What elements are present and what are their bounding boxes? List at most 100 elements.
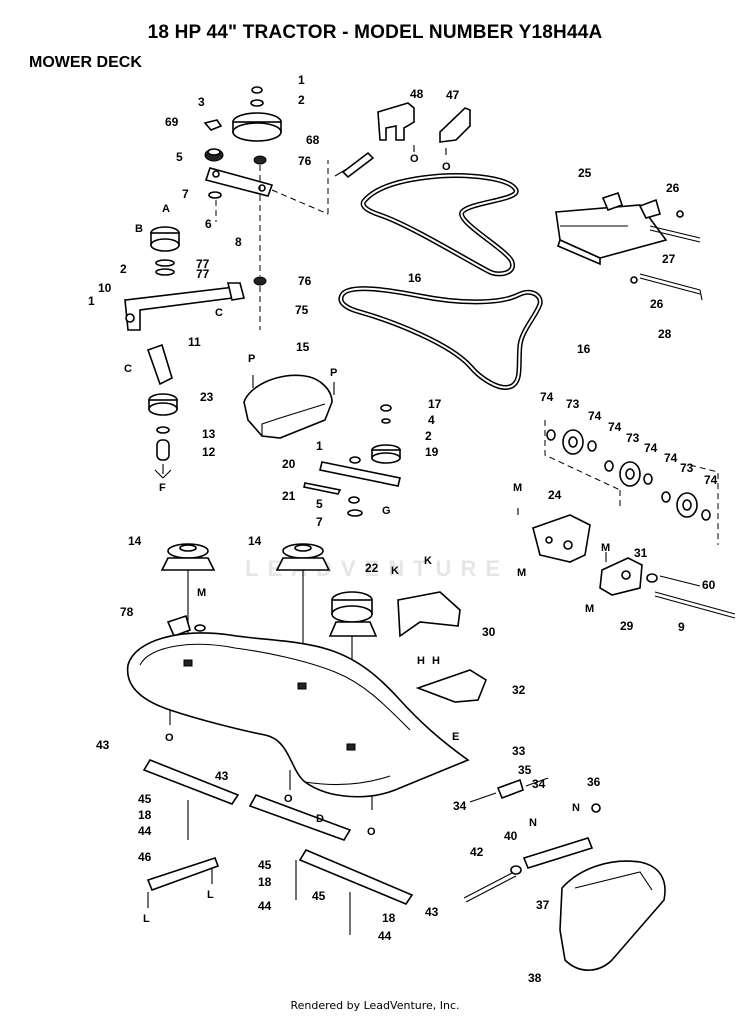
part-label: 5 <box>176 150 183 164</box>
part-label: 23 <box>200 390 214 404</box>
part-label: 7 <box>316 515 323 529</box>
ref-letter: M <box>517 567 526 579</box>
part-label: 44 <box>138 824 152 838</box>
part-label: 46 <box>138 850 152 864</box>
part-label: 31 <box>634 546 648 560</box>
part-label: 34 <box>532 777 546 791</box>
part-label: 42 <box>470 845 484 859</box>
ref-letter: A <box>162 203 170 215</box>
part-label: 37 <box>536 898 550 912</box>
ref-letter: M <box>513 482 522 494</box>
part-label: 29 <box>620 619 634 633</box>
page-title: 18 HP 44" TRACTOR - MODEL NUMBER Y18H44A <box>147 22 603 43</box>
ref-letter: P <box>330 367 337 379</box>
blades <box>142 759 414 935</box>
part-label: 45 <box>138 792 152 806</box>
part-label: 44 <box>378 929 392 943</box>
ref-letter: G <box>382 505 391 517</box>
part-label: 43 <box>215 769 229 783</box>
part-label: 69 <box>165 115 179 129</box>
part-label: 44 <box>258 899 272 913</box>
ref-letter: M <box>197 587 206 599</box>
part-label: 16 <box>408 271 422 285</box>
part-label: 48 <box>410 87 424 101</box>
ref-letter: O <box>410 153 419 165</box>
part-label: 26 <box>666 181 680 195</box>
part-label: 26 <box>650 297 664 311</box>
part-label: 18 <box>382 911 396 925</box>
part-label: 74 <box>664 451 678 465</box>
ref-letter: H <box>432 655 440 667</box>
part-label: 1 <box>298 73 305 87</box>
part-label: 3 <box>198 95 205 109</box>
part-label: 1 <box>88 294 95 308</box>
ref-letter: B <box>135 223 143 235</box>
adjuster-brackets <box>517 508 736 619</box>
part-label: 9 <box>678 620 685 634</box>
part-label: 76 <box>298 154 312 168</box>
part-label: 28 <box>658 327 672 341</box>
part-label: 38 <box>528 971 542 985</box>
part-labels: 1 2 3 69 5 76 7 6 8 77 77 2 10 1 76 75 1… <box>88 73 718 985</box>
part-label: 7 <box>182 187 189 201</box>
part-label: 1 <box>316 439 323 453</box>
shield-assembly <box>555 191 703 301</box>
part-label: 14 <box>128 534 142 548</box>
part-label: 15 <box>296 340 310 354</box>
part-label: 74 <box>644 441 658 455</box>
part-label: 17 <box>428 397 442 411</box>
ref-letter: M <box>585 603 594 615</box>
part-label: 35 <box>518 763 532 777</box>
part-label: 22 <box>365 561 379 575</box>
ref-letter: D <box>316 813 324 825</box>
part-label: 27 <box>662 252 676 266</box>
chute-guard-assembly <box>463 777 666 971</box>
part-label: 2 <box>298 93 305 107</box>
section-title: MOWER DECK <box>29 54 142 71</box>
part-label: 43 <box>425 905 439 919</box>
part-label: 11 <box>188 335 201 349</box>
ref-letter: K <box>424 555 432 567</box>
part-label: 36 <box>587 775 601 789</box>
part-label: 74 <box>608 420 622 434</box>
part-label: 60 <box>702 578 716 592</box>
part-label: 73 <box>566 397 580 411</box>
part-label: 74 <box>540 390 554 404</box>
mower-deck-housing <box>126 632 470 810</box>
part-label: 18 <box>258 875 272 889</box>
deck-brackets <box>166 591 487 703</box>
blade-adapter <box>146 857 220 908</box>
part-label: 47 <box>446 88 460 102</box>
part-label: 18 <box>138 808 152 822</box>
ref-letter: H <box>417 655 425 667</box>
part-label: 74 <box>588 409 602 423</box>
part-label: 10 <box>98 281 112 295</box>
part-label: 74 <box>704 473 718 487</box>
part-label: 2 <box>425 429 432 443</box>
ref-letter: C <box>215 307 223 319</box>
part-label: 45 <box>258 858 272 872</box>
part-label: 32 <box>512 683 526 697</box>
part-label: 19 <box>425 445 439 459</box>
ref-letter: M <box>601 542 610 554</box>
ref-letter: F <box>159 482 166 494</box>
part-label: 77 <box>196 267 210 281</box>
part-label: 4 <box>428 413 435 427</box>
ref-letter: P <box>248 353 255 365</box>
ref-letter: O <box>284 793 293 805</box>
left-idler-assembly <box>124 86 329 479</box>
ref-letter: N <box>572 802 580 814</box>
part-label: 34 <box>453 799 467 813</box>
part-label: 68 <box>306 133 320 147</box>
part-label: 73 <box>626 431 640 445</box>
part-label: 40 <box>504 829 518 843</box>
ref-letter: L <box>143 913 150 925</box>
ref-letter: N <box>529 817 537 829</box>
part-label: 77 <box>196 257 210 271</box>
reference-letters: A B C C F O O P P G M M M M M K K H H E … <box>124 153 610 925</box>
spindles <box>160 543 378 745</box>
upper-brackets <box>334 102 471 179</box>
ref-letter: C <box>124 363 132 375</box>
part-label: 75 <box>295 303 309 317</box>
ref-letter: L <box>207 889 214 901</box>
